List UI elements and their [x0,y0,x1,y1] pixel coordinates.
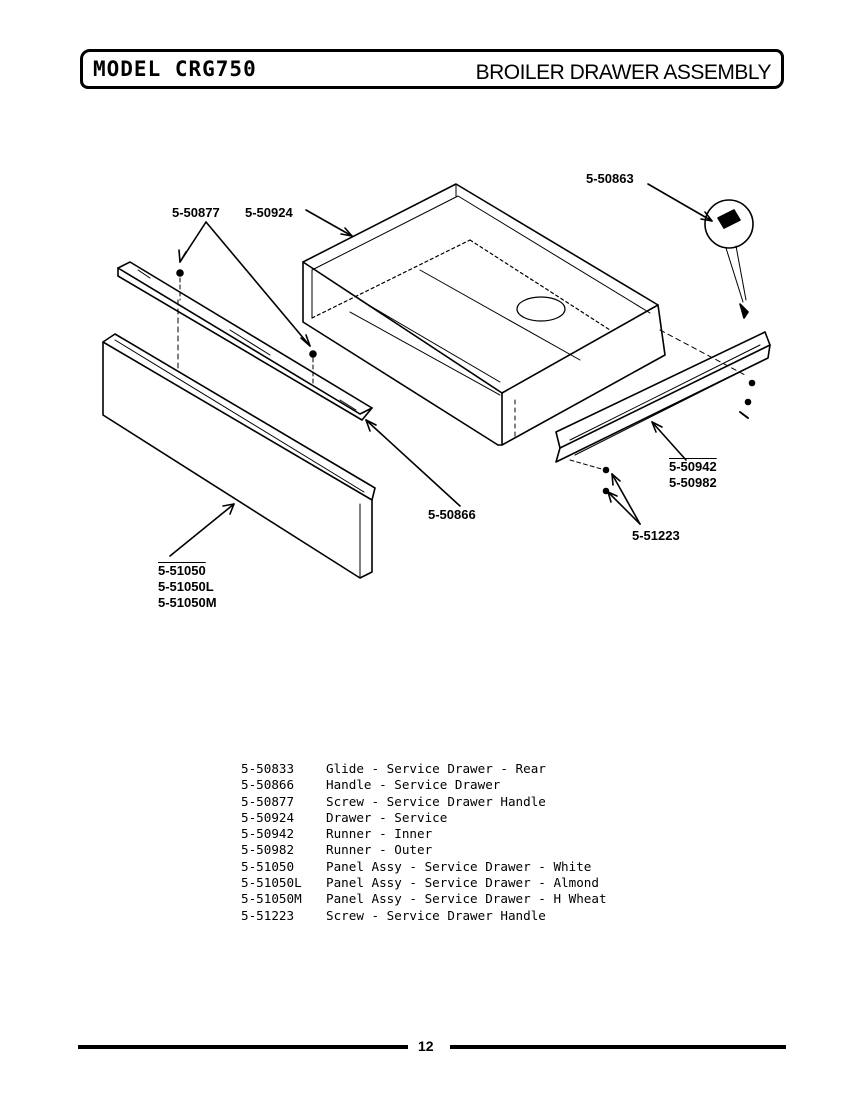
part-description: Screw - Service Drawer Handle [326,793,546,809]
callout-panel-almond: 5-51050L [158,579,214,594]
parts-row: 5-50877 Screw - Service Drawer Handle [241,794,607,810]
callout-handle: 5-50866 [428,507,476,522]
part-number: 5-50982 [241,842,295,858]
parts-row: 5-50942 Runner - Inner [241,826,607,842]
callout-runner-outer: 5-50982 [669,475,717,490]
parts-row: 5-51050M Panel Assy - Service Drawer - H… [241,891,607,907]
callout-panel-wheat: 5-51050M [158,595,217,610]
part-number: 5-51223 [241,907,295,923]
panel-illustration [102,333,376,579]
page-number: 12 [418,1038,434,1054]
part-description: Handle - Service Drawer [326,777,501,793]
part-description: Panel Assy - Service Drawer - White [326,858,592,874]
parts-row: 5-51223 Screw - Service Drawer Handle [241,908,607,924]
drawer-illustration [302,183,666,446]
parts-row: 5-51050 Panel Assy - Service Drawer - Wh… [241,859,607,875]
assembly-title: BROILER DRAWER ASSEMBLY [475,61,772,84]
handle-illustration [117,261,373,421]
parts-row: 5-50924 Drawer - Service [241,810,607,826]
handle-screws [176,269,317,386]
part-description: Screw - Service Drawer Handle [326,907,546,923]
glide-detail-circle [704,199,754,319]
callout-runner-inner: 5-50942 [669,459,717,474]
part-number: 5-50924 [241,809,295,825]
parts-row: 5-50982 Runner - Outer [241,842,607,858]
callout-screw-handle: 5-50877 [172,205,220,220]
part-description: Drawer - Service [326,809,448,825]
callout-screw-runner: 5-51223 [632,528,680,543]
parts-row: 5-50833 Glide - Service Drawer - Rear [241,761,607,777]
footer-rule-right [450,1045,786,1049]
callout-glide: 5-50863 [586,171,634,186]
runner-screws [569,329,756,495]
part-number: 5-51050L [241,875,302,891]
part-number: 5-51050 [241,858,295,874]
part-number: 5-50877 [241,793,295,809]
leader-lines [169,183,713,557]
title-banner: MODEL CRG750 BROILER DRAWER ASSEMBLY [80,49,784,89]
part-number: 5-50833 [241,761,295,776]
part-number: 5-50866 [241,777,295,793]
runner-illustration [555,331,771,463]
callout-drawer: 5-50924 [245,205,293,220]
part-description: Panel Assy - Service Drawer - H Wheat [326,891,607,907]
callout-panel-white: 5-51050 [158,563,206,578]
model-title: MODEL CRG750 [93,57,257,81]
part-description: Runner - Inner [326,826,433,842]
parts-list: 5-50833 Glide - Service Drawer - Rear 5-… [241,761,607,924]
parts-row: 5-51050L Panel Assy - Service Drawer - A… [241,875,607,891]
part-description: Glide - Service Drawer - Rear [326,761,546,776]
parts-row: 5-50866 Handle - Service Drawer [241,777,607,793]
part-description: Panel Assy - Service Drawer - Almond [326,875,599,891]
footer-rule-left [78,1045,408,1049]
part-number: 5-51050M [241,891,302,907]
part-number: 5-50942 [241,826,295,842]
part-description: Runner - Outer [326,842,433,858]
